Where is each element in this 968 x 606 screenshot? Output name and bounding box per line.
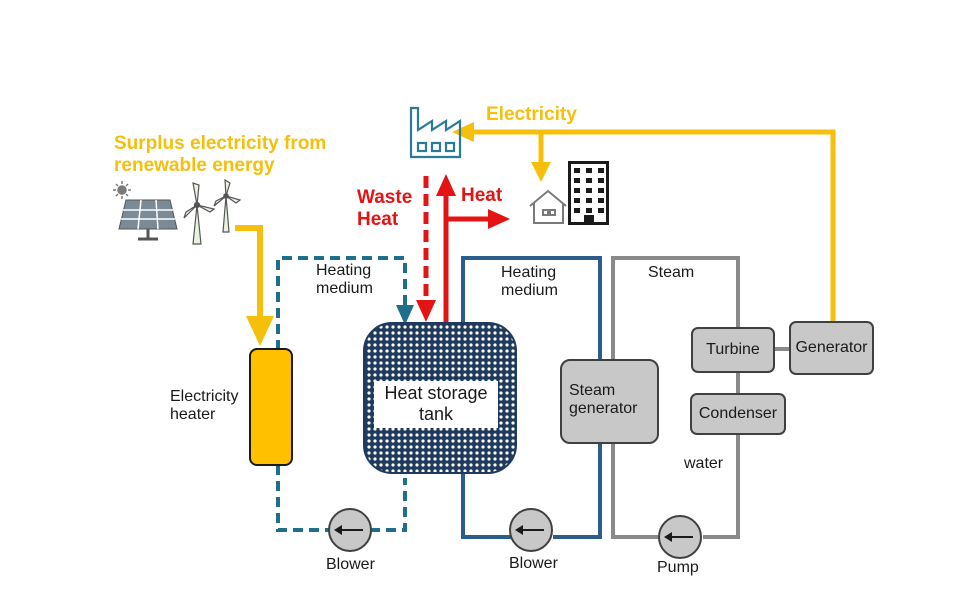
electricity-line — [452, 122, 836, 322]
heating-medium-left-label: Heating medium — [316, 262, 373, 298]
heat-storage-tank-label: Heat storage tank — [384, 383, 488, 424]
house-icon — [529, 189, 567, 224]
steam-loop — [611, 256, 790, 539]
water-label: water — [684, 455, 724, 472]
heat-label: Heat — [461, 185, 503, 206]
heating-medium-blue-loop — [461, 256, 602, 539]
heating-medium-right-label: Heating medium — [501, 264, 558, 300]
electricity-label: Electricity — [486, 104, 577, 125]
building-icon — [568, 161, 609, 225]
steam-generator — [560, 359, 659, 444]
waste-heat-label: Waste Heat — [357, 187, 413, 230]
turbine-label: Turbine — [706, 341, 760, 358]
sun-icon — [113, 181, 131, 199]
condenser-label: Condenser — [698, 405, 778, 422]
factory-icon — [409, 106, 462, 159]
blower-right-label: Blower — [509, 555, 558, 572]
electricity-heater — [249, 348, 293, 466]
heating-medium-dashed-loop — [276, 256, 407, 532]
generator — [789, 321, 874, 375]
pump-label: Pump — [657, 559, 699, 576]
wind-turbine-icon — [183, 178, 242, 245]
tank-label-bg — [374, 381, 498, 428]
steam-generator-label: Steam generator — [569, 382, 638, 418]
pump — [658, 515, 702, 559]
condenser — [690, 393, 786, 435]
surplus-electricity-label: Surplus electricity from renewable energ… — [114, 133, 327, 176]
heating-medium-arrow-down — [396, 305, 414, 325]
blower-left — [328, 508, 372, 552]
generator-label: Generator — [795, 339, 868, 356]
waste-heat-arrow — [416, 176, 436, 322]
electricity-heater-label: Electricity heater — [170, 388, 239, 424]
steam-label: Steam — [648, 264, 695, 281]
turbine — [691, 327, 775, 373]
solar-panel-icon — [118, 199, 178, 241]
blower-left-label: Blower — [326, 556, 375, 573]
surplus-electricity-line — [235, 225, 274, 346]
heat-arrow — [436, 174, 510, 322]
blower-right — [509, 508, 553, 552]
